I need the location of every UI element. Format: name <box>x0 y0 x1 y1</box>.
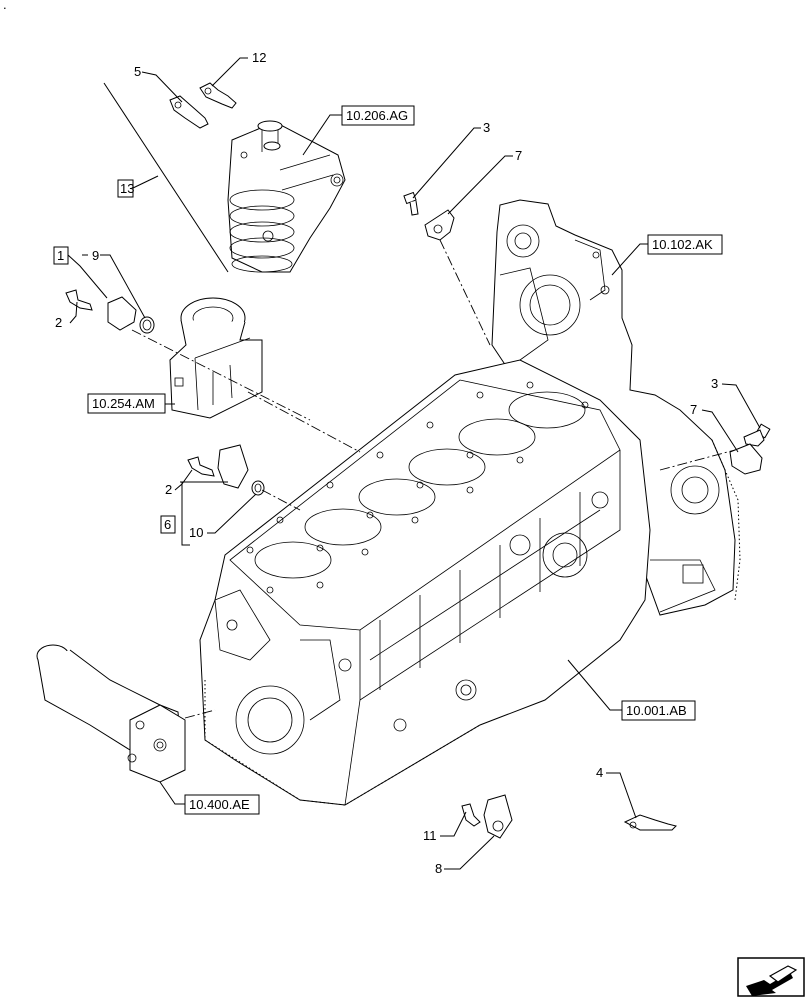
ref-10-206-ag: 10.206.AG <box>346 108 408 123</box>
oil-filter-assembly <box>227 120 346 273</box>
center-lines <box>131 239 736 719</box>
cylinder-bore-6 <box>254 541 332 579</box>
callout-10: 10 <box>189 525 203 540</box>
callout-6-box <box>160 515 176 534</box>
corner-mark: . <box>3 0 7 12</box>
inlet-elbow <box>36 644 186 783</box>
ref-box-10-102-ak <box>647 234 723 255</box>
callout-6: 6 <box>164 517 171 532</box>
callout-5: 5 <box>134 64 141 79</box>
callout-4: 4 <box>596 765 603 780</box>
callout-7-top: 7 <box>515 148 522 163</box>
callout-labels: 5 12 3 7 9 2 3 7 2 10 4 11 8 13 1 6 <box>53 50 718 876</box>
ref-box-10-001-ab <box>621 700 696 721</box>
callout-13: 13 <box>120 181 134 196</box>
ref-box-10-400-ae <box>184 794 260 815</box>
sensor-9 <box>65 289 155 334</box>
sensor-7-top <box>424 209 455 241</box>
cylinder-bore-2 <box>458 418 536 456</box>
oil-intake-pipe <box>169 297 263 419</box>
callout-3-right: 3 <box>711 376 718 391</box>
sensor-4 <box>623 814 677 831</box>
ref-10-400-ae: 10.400.AE <box>189 797 250 812</box>
cylinder-bore-3 <box>408 448 486 486</box>
callout-2-left: 2 <box>55 315 62 330</box>
callout-8: 8 <box>435 861 442 876</box>
ref-10-102-ak: 10.102.AK <box>652 237 713 252</box>
leader-lines <box>67 57 761 870</box>
cylinder-bore-1 <box>508 391 586 429</box>
sensor-12 <box>199 82 237 109</box>
ref-box-10-206-ag <box>341 105 415 126</box>
callout-11: 11 <box>423 828 437 843</box>
callout-1: 1 <box>57 248 64 263</box>
callout-9: 9 <box>92 248 99 263</box>
arrow-nav-icon[interactable] <box>737 957 805 997</box>
cylinder-bore-4 <box>358 478 436 516</box>
callout-3-top: 3 <box>483 120 490 135</box>
callout-2-middle: 2 <box>165 482 172 497</box>
callout-13-box <box>117 179 134 198</box>
callout-12: 12 <box>252 50 266 65</box>
ref-10-001-ab: 10.001.AB <box>626 703 687 718</box>
sensor-5 <box>169 95 209 129</box>
callout-1-box <box>53 246 69 265</box>
bolt-3-top <box>403 191 419 216</box>
reference-labels: 10.206.AG 10.102.AK 10.254.AM 10.001.AB … <box>87 105 723 815</box>
engine-block <box>199 199 741 806</box>
sensor-8 <box>461 794 513 839</box>
sensor-group-6 <box>187 444 265 496</box>
callout-7-right: 7 <box>690 402 697 417</box>
ref-10-254-am: 10.254.AM <box>92 396 155 411</box>
ref-box-10-254-am <box>87 393 166 414</box>
cylinder-bore-5 <box>304 508 382 546</box>
